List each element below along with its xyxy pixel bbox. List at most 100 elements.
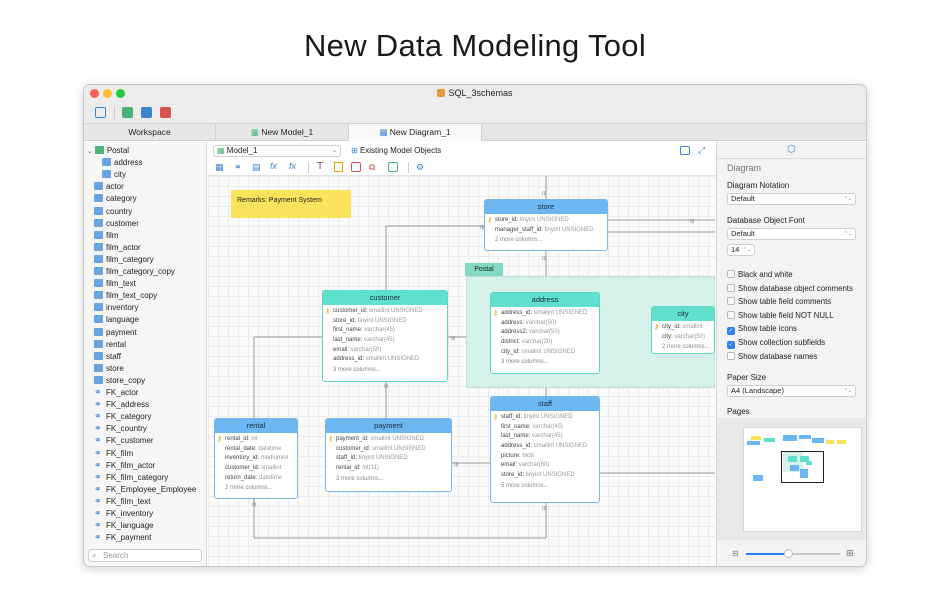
- entity-payment[interactable]: paymentpayment_id: smallint UNSIGNEDcust…: [325, 418, 452, 492]
- disclosure-icon[interactable]: ⌄: [87, 148, 95, 155]
- entity-field[interactable]: address_id: smallint UNSIGNED: [501, 443, 588, 450]
- entity-field[interactable]: rental_date: datetime: [225, 445, 282, 452]
- fullscreen-icon[interactable]: ⤢: [698, 145, 706, 155]
- entity-field[interactable]: district: varchar(20): [501, 339, 553, 346]
- tab-new-diagram[interactable]: ▦ New Diagram_1: [349, 124, 482, 141]
- entity-title[interactable]: store: [485, 200, 607, 214]
- entity-field[interactable]: first_name: varchar(45): [333, 327, 396, 334]
- tree-item-film_text_copy[interactable]: film_text_copy: [94, 290, 157, 302]
- tree-item-store_copy[interactable]: store_copy: [94, 375, 145, 387]
- more-columns-link[interactable]: 2 more columns...: [495, 237, 543, 244]
- font-size-select[interactable]: 14: [727, 244, 755, 256]
- tree-item-address[interactable]: address: [102, 157, 142, 169]
- comment-icon[interactable]: [680, 146, 690, 155]
- entity-field[interactable]: city: varchar(50): [662, 333, 706, 340]
- new-model-icon[interactable]: [122, 107, 133, 118]
- font-select[interactable]: Default: [727, 228, 856, 240]
- tree-item-language[interactable]: language: [94, 314, 139, 326]
- entity-title[interactable]: staff: [491, 397, 599, 411]
- function-tool-icon[interactable]: fx: [270, 161, 278, 171]
- group-tool-icon[interactable]: [388, 162, 398, 172]
- tree-item-city[interactable]: city: [102, 169, 126, 181]
- zoom-slider-knob[interactable]: [784, 549, 794, 558]
- entity-field[interactable]: address_id: smallint UNSIGNED: [333, 356, 420, 363]
- tree-item-actor[interactable]: actor: [94, 181, 124, 193]
- entity-field[interactable]: store_id: tinyint UNSIGNED: [501, 472, 575, 479]
- primary-key-field[interactable]: city_id: smallint: [652, 323, 714, 333]
- checkbox-icon[interactable]: ✓: [727, 341, 735, 349]
- zoom-out-icon[interactable]: ⊟: [732, 549, 739, 558]
- entity-field[interactable]: first_name: varchar(45): [501, 423, 564, 430]
- tab-workspace[interactable]: Workspace: [84, 124, 216, 141]
- tab-new-model[interactable]: ▦ New Model_1: [216, 124, 349, 141]
- tree-item-category[interactable]: category: [94, 193, 137, 205]
- entity-field[interactable]: email: varchar(50): [501, 462, 550, 469]
- model-select[interactable]: ▦ Model_1 ⌄: [213, 145, 341, 157]
- entity-field[interactable]: city_id: smallint UNSIGNED: [501, 348, 576, 355]
- minimize-window-button[interactable]: [103, 89, 112, 98]
- entity-title[interactable]: address: [491, 293, 599, 307]
- checkbox-icon[interactable]: [727, 283, 735, 292]
- tree-item-fk_address[interactable]: ⚭FK_address: [94, 399, 150, 410]
- tree-group-postal[interactable]: ⌄ Postal: [87, 146, 130, 155]
- zoom-slider[interactable]: [746, 549, 840, 558]
- tree-item-fk_film_category[interactable]: ⚭FK_film_category: [94, 471, 169, 482]
- layout-tool-icon[interactable]: ⚙: [416, 162, 425, 172]
- more-columns-link[interactable]: 5 more columns...: [501, 482, 549, 489]
- postal-group-label[interactable]: Postal: [465, 263, 503, 276]
- primary-key-field[interactable]: payment_id: smallint UNSIGNED: [326, 435, 451, 445]
- tree-item-film[interactable]: film: [94, 230, 118, 242]
- entity-field[interactable]: staff_id: tinyint UNSIGNED: [336, 455, 408, 462]
- entity-field[interactable]: last_name: varchar(45): [501, 433, 563, 440]
- tree-item-fk_customer[interactable]: ⚭FK_customer: [94, 435, 154, 446]
- tree-item-fk_payment[interactable]: ⚭FK_payment: [94, 532, 152, 543]
- entity-field[interactable]: return_date: datetime: [225, 474, 283, 481]
- remarks-note[interactable]: Remarks: Payment System: [231, 190, 351, 218]
- entity-field[interactable]: rental_id: int(11): [336, 465, 379, 472]
- more-columns-link[interactable]: 3 more columns...: [333, 367, 381, 374]
- relation-tool-icon[interactable]: ⚭: [234, 162, 242, 172]
- tree-item-fk_employee_employee[interactable]: ⚭FK_Employee_Employee: [94, 483, 197, 494]
- entity-title[interactable]: city: [652, 307, 714, 321]
- checkbox-icon[interactable]: [727, 270, 735, 278]
- more-columns-link[interactable]: 2 more columns...: [225, 485, 273, 492]
- entity-field[interactable]: email: varchar(50): [333, 346, 382, 353]
- entity-title[interactable]: customer: [323, 291, 447, 305]
- close-window-button[interactable]: [90, 89, 99, 98]
- table-tool-icon[interactable]: ▦: [215, 162, 224, 172]
- notation-select[interactable]: Default: [727, 193, 856, 205]
- text-tool-icon[interactable]: T: [317, 161, 324, 172]
- option-checkbox[interactable]: Show table field NOT NULL: [727, 310, 834, 321]
- tree-item-staff[interactable]: staff: [94, 351, 121, 363]
- procedure-tool-icon[interactable]: fx: [289, 161, 297, 171]
- tree-item-rental[interactable]: rental: [94, 339, 126, 351]
- tree-item-film_category[interactable]: film_category: [94, 254, 154, 266]
- tree-item-film_text[interactable]: film_text: [94, 278, 136, 290]
- tree-item-inventory[interactable]: inventory: [94, 302, 138, 314]
- note-tool-icon[interactable]: [334, 162, 343, 172]
- export-icon[interactable]: [160, 107, 171, 118]
- tree-item-country[interactable]: country: [94, 206, 132, 218]
- option-checkbox[interactable]: ✓Show table icons: [727, 324, 797, 336]
- primary-key-field[interactable]: customer_id: smallint UNSIGNED: [323, 307, 447, 317]
- paper-size-select[interactable]: A4 (Landscape): [727, 385, 856, 397]
- view-tool-icon[interactable]: ▤: [252, 162, 261, 172]
- primary-key-field[interactable]: staff_id: tinyint UNSIGNED: [491, 413, 599, 423]
- entity-staff[interactable]: staff staff_id: tinyint UNSIGNEDfirst_nam…: [490, 396, 600, 503]
- more-columns-link[interactable]: 3 more columns...: [501, 359, 549, 366]
- entity-title[interactable]: payment: [326, 419, 451, 433]
- tree-item-payment[interactable]: payment: [94, 327, 137, 339]
- diagram-properties-icon[interactable]: ⬡: [787, 144, 796, 155]
- tree-item-fk_film_text[interactable]: ⚭FK_film_text: [94, 495, 151, 506]
- option-checkbox[interactable]: Show database names: [727, 351, 817, 362]
- entity-field[interactable]: inventory_id: mediumint: [225, 455, 289, 462]
- checkbox-icon[interactable]: [727, 351, 735, 360]
- more-columns-link[interactable]: 2 more columns...: [662, 344, 710, 351]
- search-input[interactable]: ⌕ Search: [88, 549, 202, 562]
- primary-key-field[interactable]: store_id: tinyint UNSIGNED: [485, 216, 607, 226]
- zoom-window-button[interactable]: [116, 89, 125, 98]
- primary-key-field[interactable]: address_id: smallint UNSIGNED: [491, 309, 599, 319]
